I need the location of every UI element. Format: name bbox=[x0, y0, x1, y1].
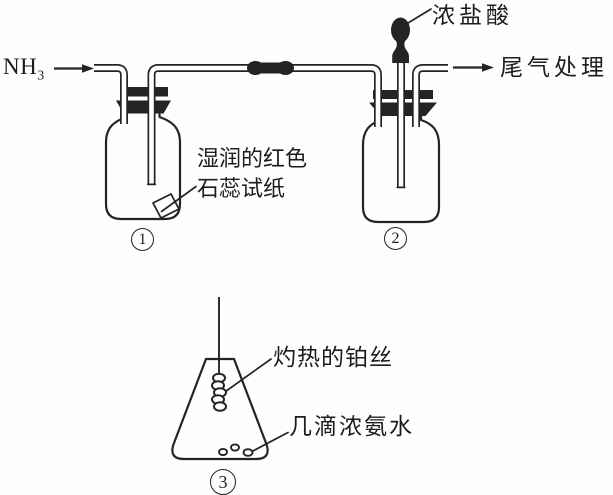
tail-gas-label-text: 尾气处理 bbox=[500, 55, 608, 80]
hcl-label-text: 浓盐酸 bbox=[432, 3, 513, 28]
dropper-tube bbox=[396, 60, 406, 189]
gas-bottle-1 bbox=[104, 87, 182, 221]
nh3-label: NH3 bbox=[3, 53, 45, 84]
nh3-arrow bbox=[54, 64, 94, 73]
bottle2-number: 2 bbox=[384, 227, 407, 250]
bottle2-number-text: 2 bbox=[391, 229, 400, 247]
dropper-barrel bbox=[392, 39, 409, 63]
dropper bbox=[391, 17, 410, 63]
litmus-paper-label: 湿润的红色 石蕊试纸 bbox=[197, 144, 307, 204]
platinum-wire-label-text: 灼热的铂丝 bbox=[273, 345, 393, 370]
tail-gas-arrow bbox=[453, 63, 494, 72]
flask-number: 3 bbox=[210, 469, 236, 495]
ammonia-drops-label: 几滴浓氨水 bbox=[289, 413, 414, 441]
litmus-pointer-line bbox=[160, 185, 197, 213]
glass-tubing bbox=[94, 60, 448, 189]
hcl-label: 浓盐酸 bbox=[432, 2, 513, 30]
tail-gas-outlet-tube bbox=[412, 64, 448, 127]
ammonia-pointer-line bbox=[249, 431, 289, 454]
platinum-wire-coil bbox=[211, 372, 227, 412]
bottle2-inlet-tube bbox=[291, 64, 382, 127]
litmus-label-line1: 湿润的红色 bbox=[197, 146, 308, 171]
bottle1-number: 1 bbox=[131, 228, 154, 251]
rubber-connector-joint bbox=[247, 61, 294, 75]
hcl-pointer-line bbox=[407, 8, 432, 24]
ammonia-drops-label-text: 几滴浓氨水 bbox=[289, 414, 414, 439]
nh3-inlet-tube bbox=[94, 64, 128, 124]
bottle1-outlet-tube bbox=[146, 64, 250, 186]
dropper-bulb bbox=[391, 17, 410, 43]
platinum-wire-label: 灼热的铂丝 bbox=[273, 344, 393, 372]
ammonia-drops bbox=[218, 443, 254, 457]
platinum-wire-pointer-line bbox=[221, 358, 272, 395]
erlenmeyer-flask bbox=[171, 297, 269, 461]
litmus-label-line2: 石蕊试纸 bbox=[197, 176, 286, 201]
nh3-subscript: 3 bbox=[37, 68, 45, 84]
bottle1-body bbox=[104, 112, 182, 221]
flask-body bbox=[171, 357, 269, 461]
bottle1-stopper-flange bbox=[116, 100, 171, 114]
bottle1-stopper-cap bbox=[120, 87, 168, 97]
bottle2-body bbox=[361, 114, 441, 224]
bottle1-number-text: 1 bbox=[138, 230, 147, 248]
flask-number-text: 3 bbox=[218, 471, 228, 492]
nh3-formula: NH bbox=[3, 54, 38, 79]
litmus-paper bbox=[152, 193, 180, 219]
tail-gas-label: 尾气处理 bbox=[500, 54, 608, 82]
